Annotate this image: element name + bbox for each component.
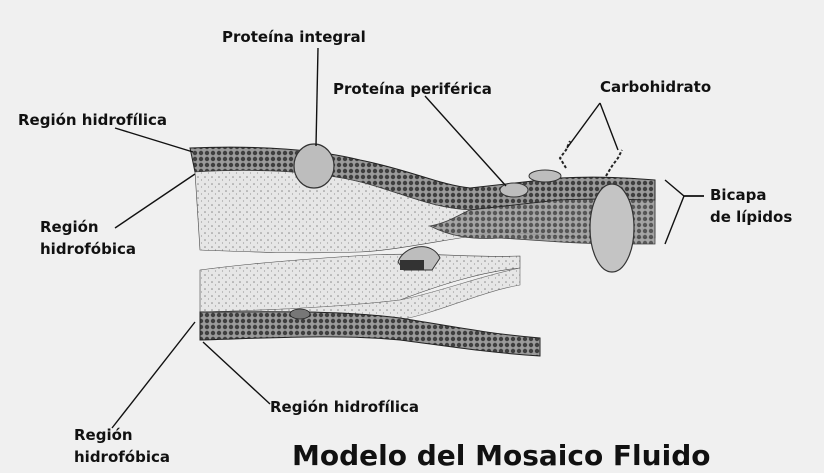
label-carbohydrate: Carbohidrato bbox=[600, 78, 711, 97]
lower-protein bbox=[290, 309, 310, 319]
label-bilayer-line1: Bicapa bbox=[710, 186, 766, 205]
label-hydrophobic-left-line1: Región bbox=[40, 218, 99, 237]
label-integral-protein: Proteína integral bbox=[222, 28, 366, 47]
label-hydrophobic-left-line2: hidrofóbica bbox=[40, 240, 136, 259]
carb-anchor-protein bbox=[529, 170, 561, 182]
label-hydrophobic-bottom-line2: hidrofóbica bbox=[74, 448, 170, 467]
peripheral-protein bbox=[500, 183, 528, 197]
label-hydrophilic-bottom: Región hidrofílica bbox=[270, 398, 419, 417]
integral-protein bbox=[294, 144, 334, 188]
label-hydrophobic-bottom-line1: Región bbox=[74, 426, 133, 445]
label-bilayer-line2: de lípidos bbox=[710, 208, 792, 227]
label-hydrophilic-top: Región hidrofílica bbox=[18, 111, 167, 130]
diagram-title: Modelo del Mosaico Fluido bbox=[292, 440, 710, 472]
label-peripheral-protein: Proteína periférica bbox=[333, 80, 492, 99]
integral-protein-right bbox=[590, 184, 634, 272]
gap-protein-base bbox=[400, 260, 424, 270]
